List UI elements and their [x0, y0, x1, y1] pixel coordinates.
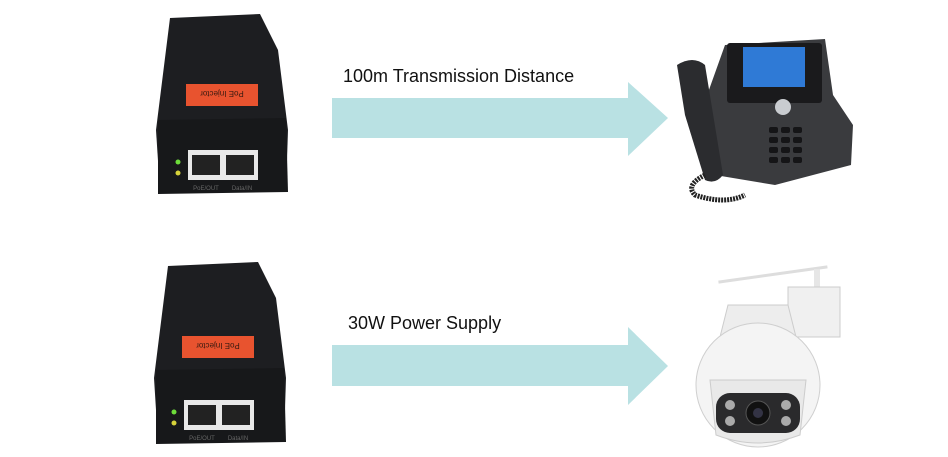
- port-in-label: Data/IN: [232, 186, 252, 192]
- arrow-right-2: [332, 327, 668, 405]
- handset: [677, 60, 723, 182]
- svg-text:PoE Injector: PoE Injector: [200, 89, 244, 98]
- led-green: [175, 159, 181, 165]
- port-out-label: PoE/OUT: [189, 436, 215, 442]
- arrow-right-1: [332, 82, 668, 156]
- svg-text:PoE Injector: PoE Injector: [196, 341, 240, 350]
- port-out-label: PoE/OUT: [193, 186, 219, 192]
- led-green: [171, 409, 177, 415]
- power-supply-label: 30W Power Supply: [348, 313, 502, 333]
- ip-phone-image: [677, 39, 853, 203]
- injector-tag: [186, 84, 258, 106]
- injector-tag: [182, 336, 254, 358]
- led-yellow: [171, 420, 177, 426]
- led-yellow: [175, 170, 181, 176]
- port-in-label: Data/IN: [228, 436, 248, 442]
- ptz-camera-image: [695, 265, 841, 448]
- poe-injector-1: PoE Injector PoE/OUT Data/IN: [156, 14, 288, 194]
- transmission-distance-label: 100m Transmission Distance: [343, 66, 575, 86]
- poe-injector-2: PoE Injector PoE/OUT Data/IN: [154, 262, 286, 444]
